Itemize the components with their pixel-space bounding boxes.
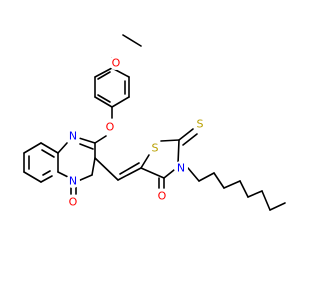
atom-labels: O O N N O S S N O bbox=[66, 56, 207, 209]
thione-sulfur-label: S bbox=[197, 118, 204, 131]
thiazolidinone-carbonyl-oxygen-label: O bbox=[158, 190, 167, 203]
methoxy-oxygen-label: O bbox=[112, 57, 121, 70]
thiazolidine-nitrogen-label: N bbox=[177, 162, 185, 175]
pyrimidinone-carbonyl-oxygen-label: O bbox=[69, 196, 78, 209]
pyrimidine-nitrogen-label: N bbox=[69, 130, 77, 143]
ring-sulfur-label: S bbox=[152, 142, 159, 155]
bridgehead-nitrogen-label: N bbox=[69, 175, 77, 188]
molecule-canvas: O O N N O S S N O bbox=[23, 34, 286, 211]
ether-oxygen-label: O bbox=[106, 121, 115, 134]
structure-diagram: O O N N O S S N O bbox=[23, 34, 286, 211]
